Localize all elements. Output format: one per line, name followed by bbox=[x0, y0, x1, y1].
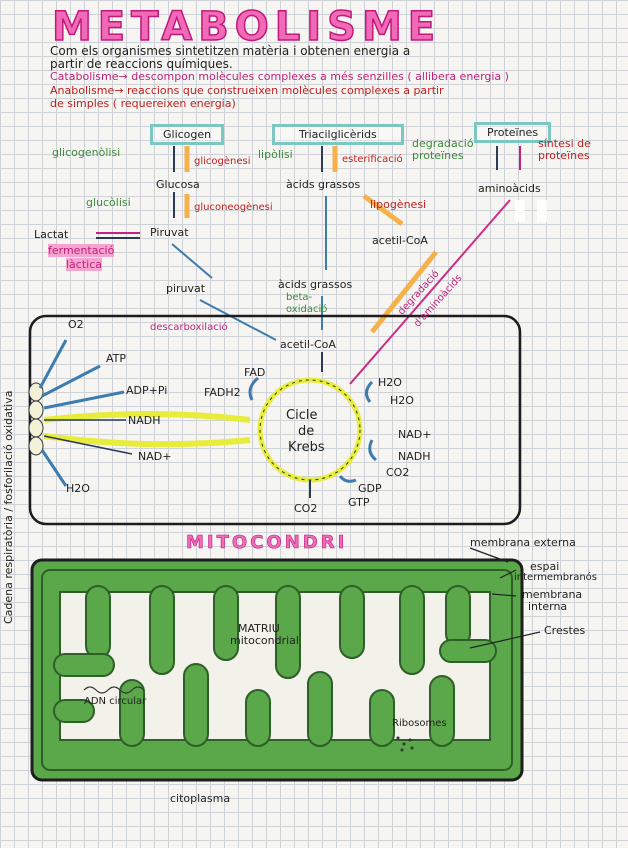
krebs-label-3: Krebs bbox=[288, 440, 325, 455]
label-co2-bottom: CO2 bbox=[294, 502, 318, 515]
label-gluconeogenesi: gluconeogènesi bbox=[194, 202, 273, 213]
label-aminoacids: aminoàcids bbox=[478, 182, 541, 195]
label-glicogenolisi: glicogenòlisi bbox=[52, 146, 121, 159]
label-acids-grassos-mid: àcids grassos bbox=[278, 278, 353, 291]
label-lipolisi: lipòlisi bbox=[258, 148, 293, 161]
label-lactat: Lactat bbox=[34, 228, 69, 241]
side-label-cadena-respiratoria: Cadena respiratòria / fosforilació oxida… bbox=[2, 390, 15, 624]
label-gtp: GTP bbox=[348, 496, 370, 509]
label-fadh2: FADH2 bbox=[204, 386, 241, 399]
label-membrana-interna-2: interna bbox=[528, 600, 568, 613]
mitocondri-title: MITOCONDRI bbox=[186, 532, 348, 554]
label-glucolisi: glucòlisi bbox=[86, 196, 131, 209]
label-acids-grassos-top: àcids grassos bbox=[286, 178, 361, 191]
intro-line-1: Com els organismes sintetitzen matèria i… bbox=[50, 44, 411, 58]
glicogen-box: Glicogen bbox=[150, 124, 225, 145]
label-lactica-text: làctica bbox=[66, 258, 103, 271]
label-nad-left: NAD+ bbox=[138, 450, 172, 463]
label-espai-1: espai bbox=[530, 560, 560, 573]
label-membrana-externa: membrana externa bbox=[470, 536, 576, 549]
label-nadh-left: NADH bbox=[128, 414, 161, 427]
label-degradacio-proteines: degradació proteïnes bbox=[412, 137, 474, 162]
label-crestes: Crestes bbox=[544, 624, 586, 637]
label-lactica: làctica bbox=[66, 258, 103, 271]
page-title: METABOLISME bbox=[51, 3, 442, 51]
label-glucosa: Glucosa bbox=[156, 178, 200, 191]
label-matriu-1: MATRIU bbox=[238, 622, 280, 635]
label-lipogenesi: lipogènesi bbox=[370, 198, 427, 211]
intro-catabolisme: Catabolisme→ descompon molècules complex… bbox=[50, 70, 509, 83]
label-piruvat-mid: piruvat bbox=[166, 282, 206, 295]
label-sintesi-proteines: síntesi de proteïnes bbox=[538, 137, 591, 162]
label-co2-right: CO2 bbox=[386, 466, 410, 479]
label-o2: O2 bbox=[68, 318, 84, 331]
label-descarboxilacio: descarboxilació bbox=[150, 322, 228, 333]
label-h2o-left: H2O bbox=[66, 482, 90, 495]
label-glicogenesi: glicogènesi bbox=[194, 156, 251, 167]
label-adp-pi: ADP+Pi bbox=[126, 384, 168, 397]
label-beta-2: oxidació bbox=[286, 304, 328, 315]
label-fermentacio-text: fermentació bbox=[48, 244, 115, 257]
label-esterificacio: esterificació bbox=[342, 154, 403, 165]
label-fermentacio: fermentació bbox=[48, 244, 115, 257]
label-beta-1: beta- bbox=[286, 292, 313, 303]
label-fad: FAD bbox=[244, 366, 266, 379]
triacilglicerids-box: Triacilglicèrids bbox=[272, 124, 404, 145]
label-atp: ATP bbox=[106, 352, 127, 365]
label-citoplasma: citoplasma bbox=[170, 792, 231, 805]
label-h2o-r2: H2O bbox=[390, 394, 414, 407]
label-gdp: GDP bbox=[358, 482, 382, 495]
label-piruvat-top: Piruvat bbox=[150, 226, 189, 239]
krebs-label-2: de bbox=[298, 424, 315, 439]
intro-anabolisme-cont: de simples ( requereixen energia) bbox=[50, 97, 236, 110]
label-membrana-interna-1: membrana bbox=[522, 588, 583, 601]
label-nad-right: NAD+ bbox=[398, 428, 432, 441]
krebs-label-1: Cicle bbox=[286, 408, 318, 423]
intro-anabolisme: Anabolisme→ reaccions que construeixen m… bbox=[50, 84, 444, 97]
proteines-box: Proteïnes bbox=[474, 122, 552, 143]
label-ribosomes: Ribosomes bbox=[392, 718, 447, 729]
intro-line-2: partir de reaccions químiques. bbox=[50, 57, 233, 71]
label-acetil-coa-mito: acetil-CoA bbox=[280, 338, 336, 351]
label-adn-circular: ADN circular bbox=[84, 696, 147, 707]
label-acetil-coa-top: acetil-CoA bbox=[372, 234, 428, 247]
label-nadh-right: NADH bbox=[398, 450, 431, 463]
label-h2o-r1: H2O bbox=[378, 376, 402, 389]
label-matriu-2: mitocondrial bbox=[230, 634, 299, 647]
label-espai-2: intermembranós bbox=[514, 572, 598, 583]
